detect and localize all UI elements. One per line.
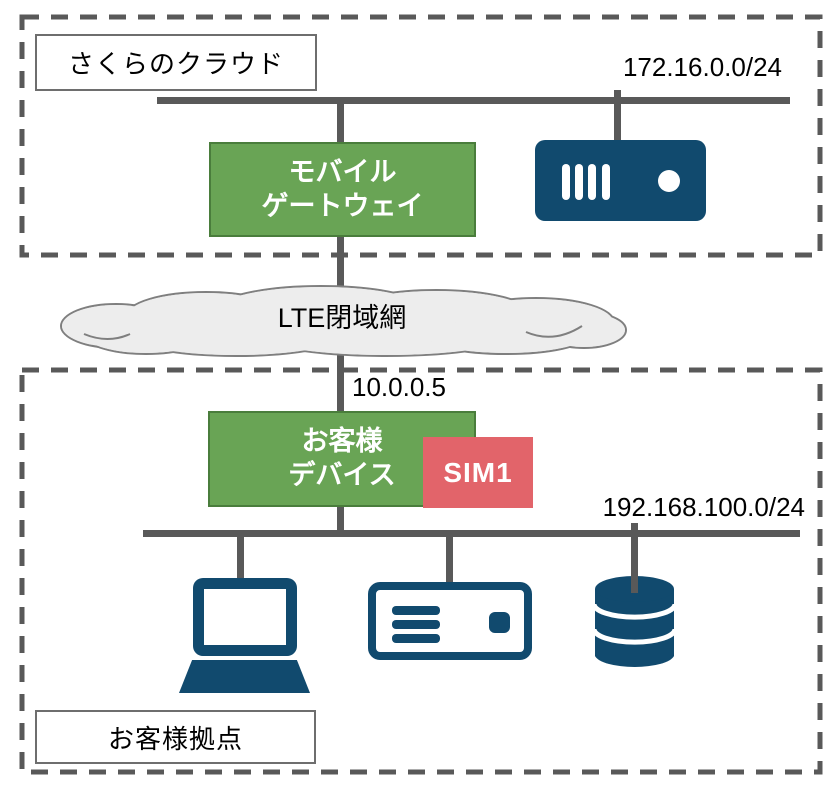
rack-appliance-icon [368, 582, 532, 660]
appliance-line [392, 620, 440, 629]
device-wan-ip-label: 10.0.0.5 [352, 372, 446, 402]
customer-device-label-line1: お客様 [301, 426, 383, 457]
server-led-dot [658, 170, 680, 192]
cloud-shape-icon [60, 285, 627, 357]
laptop-icon [193, 578, 297, 656]
lte-cloud-label: LTE閉域網 [277, 303, 407, 333]
connector-bus-to-database [631, 523, 638, 593]
connector-bus-to-server [614, 90, 621, 142]
appliance-button-dot [489, 612, 510, 633]
mobile-gateway-node: モバイル ゲートウェイ [209, 142, 476, 237]
connector-bus-to-appliance [446, 535, 453, 584]
cidr-label-customer-lan: 192.168.100.0/24 [602, 492, 805, 522]
zone-label-sakura-cloud: さくらのクラウド [35, 34, 317, 91]
connector-bus-to-gateway [337, 99, 344, 144]
server-vent-slot [562, 164, 570, 200]
server-icon [535, 140, 706, 221]
appliance-line [392, 634, 440, 643]
cidr-label-cloud-lan: 172.16.0.0/24 [622, 52, 782, 82]
mobile-gateway-label-line2: ゲートウェイ [261, 190, 424, 221]
server-vent-slot [588, 164, 596, 200]
customer-device-label-line2: デバイス [288, 460, 396, 490]
zone-label-customer-site: お客様拠点 [35, 710, 316, 764]
server-vent-slot [575, 164, 583, 200]
cloud-lan-bus [157, 97, 790, 104]
sim1-badge-text: SIM1 [443, 456, 513, 488]
laptop-base [179, 660, 310, 693]
zone-label-sakura-cloud-text: さくらのクラウド [67, 49, 284, 79]
mobile-gateway-label-line1: モバイル [288, 156, 397, 187]
server-vent-slot [602, 164, 610, 200]
sim1-badge: SIM1 [423, 437, 533, 508]
connector-bus-to-laptop [237, 535, 244, 582]
appliance-line [392, 606, 440, 615]
zone-label-customer-site-text: お客様拠点 [107, 723, 243, 754]
